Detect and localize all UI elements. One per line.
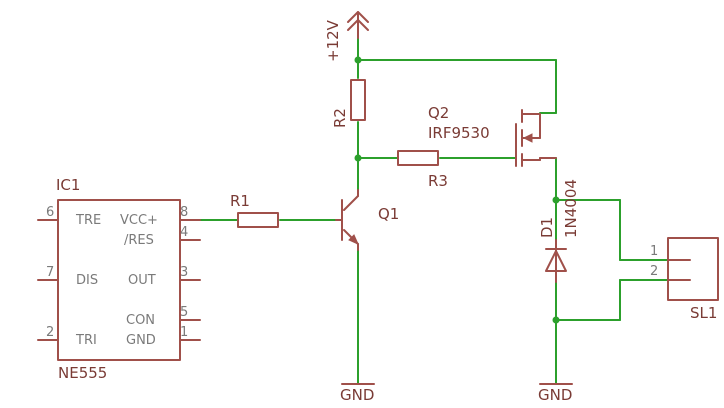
r1-body bbox=[237, 212, 279, 228]
r3-body bbox=[397, 150, 439, 166]
r3-label: R3 bbox=[428, 172, 448, 190]
r1-label: R1 bbox=[230, 192, 250, 210]
d1-triangle bbox=[545, 250, 567, 272]
sl1-pin1-num: 1 bbox=[650, 244, 658, 259]
diode-d1: D1 1N4004 bbox=[538, 179, 580, 283]
ic1-pin3-num: 3 bbox=[180, 265, 188, 280]
ic1-pin7-num: 7 bbox=[46, 265, 54, 280]
junctions bbox=[354, 56, 560, 324]
q1-emitter-arrow bbox=[348, 234, 359, 245]
gnd-q1-label: GND bbox=[340, 386, 374, 404]
junction-r2-r3 bbox=[354, 154, 362, 162]
sl1-body bbox=[667, 237, 719, 301]
resistor-r3: R3 bbox=[397, 150, 448, 190]
ic1-pin8-num: 8 bbox=[180, 205, 188, 220]
supply-label: +12V bbox=[324, 19, 342, 62]
junction-drain bbox=[552, 196, 560, 204]
q1-label: Q1 bbox=[378, 205, 399, 223]
mosfet-q2: Q2 IRF9530 bbox=[428, 104, 557, 167]
r2-body bbox=[350, 79, 366, 121]
q2-value: IRF9530 bbox=[428, 124, 490, 142]
junction-12v bbox=[354, 56, 362, 64]
q1-collector-line bbox=[343, 195, 359, 211]
ic1-pin6-num: 6 bbox=[46, 205, 54, 220]
ic1-pin5-name: CON bbox=[126, 313, 155, 328]
resistor-r2: R2 bbox=[331, 79, 366, 128]
sl1-label: SL1 bbox=[690, 304, 717, 322]
q2-label: Q2 bbox=[428, 104, 449, 122]
supply-arrow-bottom bbox=[347, 19, 369, 31]
ic1-pin4-num: 4 bbox=[180, 225, 188, 240]
r2-label: R2 bbox=[331, 108, 349, 128]
ic1-pin6-name: TRE bbox=[75, 213, 101, 228]
supply-12v: +12V bbox=[324, 11, 369, 62]
gnd-d1-label: GND bbox=[538, 386, 572, 404]
ic1-pin5-num: 5 bbox=[180, 305, 188, 320]
ic1-pin4-name: /RES bbox=[124, 233, 154, 248]
ground-d1: GND bbox=[538, 383, 573, 404]
ground-q1: GND bbox=[340, 383, 375, 404]
ic1-pin3-name: OUT bbox=[128, 273, 156, 288]
connector-sl1: 1 2 SL1 bbox=[650, 237, 719, 322]
ic1-label: IC1 bbox=[56, 176, 80, 194]
junction-gnd bbox=[552, 316, 560, 324]
ic1-value: NE555 bbox=[58, 364, 107, 382]
d1-label: D1 bbox=[538, 217, 556, 238]
wires bbox=[199, 37, 681, 385]
transistor-q1: Q1 bbox=[335, 189, 399, 251]
sl1-pin2-num: 2 bbox=[650, 264, 658, 279]
ic-ne555: IC1 NE555 6 TRE 7 DIS 2 TRI 8 VCC+ 4 /RE… bbox=[37, 176, 201, 382]
ic1-pin7-name: DIS bbox=[76, 273, 98, 288]
resistor-r1: R1 bbox=[230, 192, 279, 228]
q2-arrow bbox=[522, 133, 533, 143]
d1-value: 1N4004 bbox=[562, 179, 580, 238]
ic1-pin1-name: GND bbox=[126, 333, 156, 348]
ic1-pin8-name: VCC+ bbox=[120, 213, 158, 228]
ic1-pin2-name: TRI bbox=[75, 333, 97, 348]
supply-arrow-top bbox=[347, 11, 369, 23]
ic1-pin2-num: 2 bbox=[46, 325, 54, 340]
ic1-pin1-num: 1 bbox=[180, 325, 188, 340]
